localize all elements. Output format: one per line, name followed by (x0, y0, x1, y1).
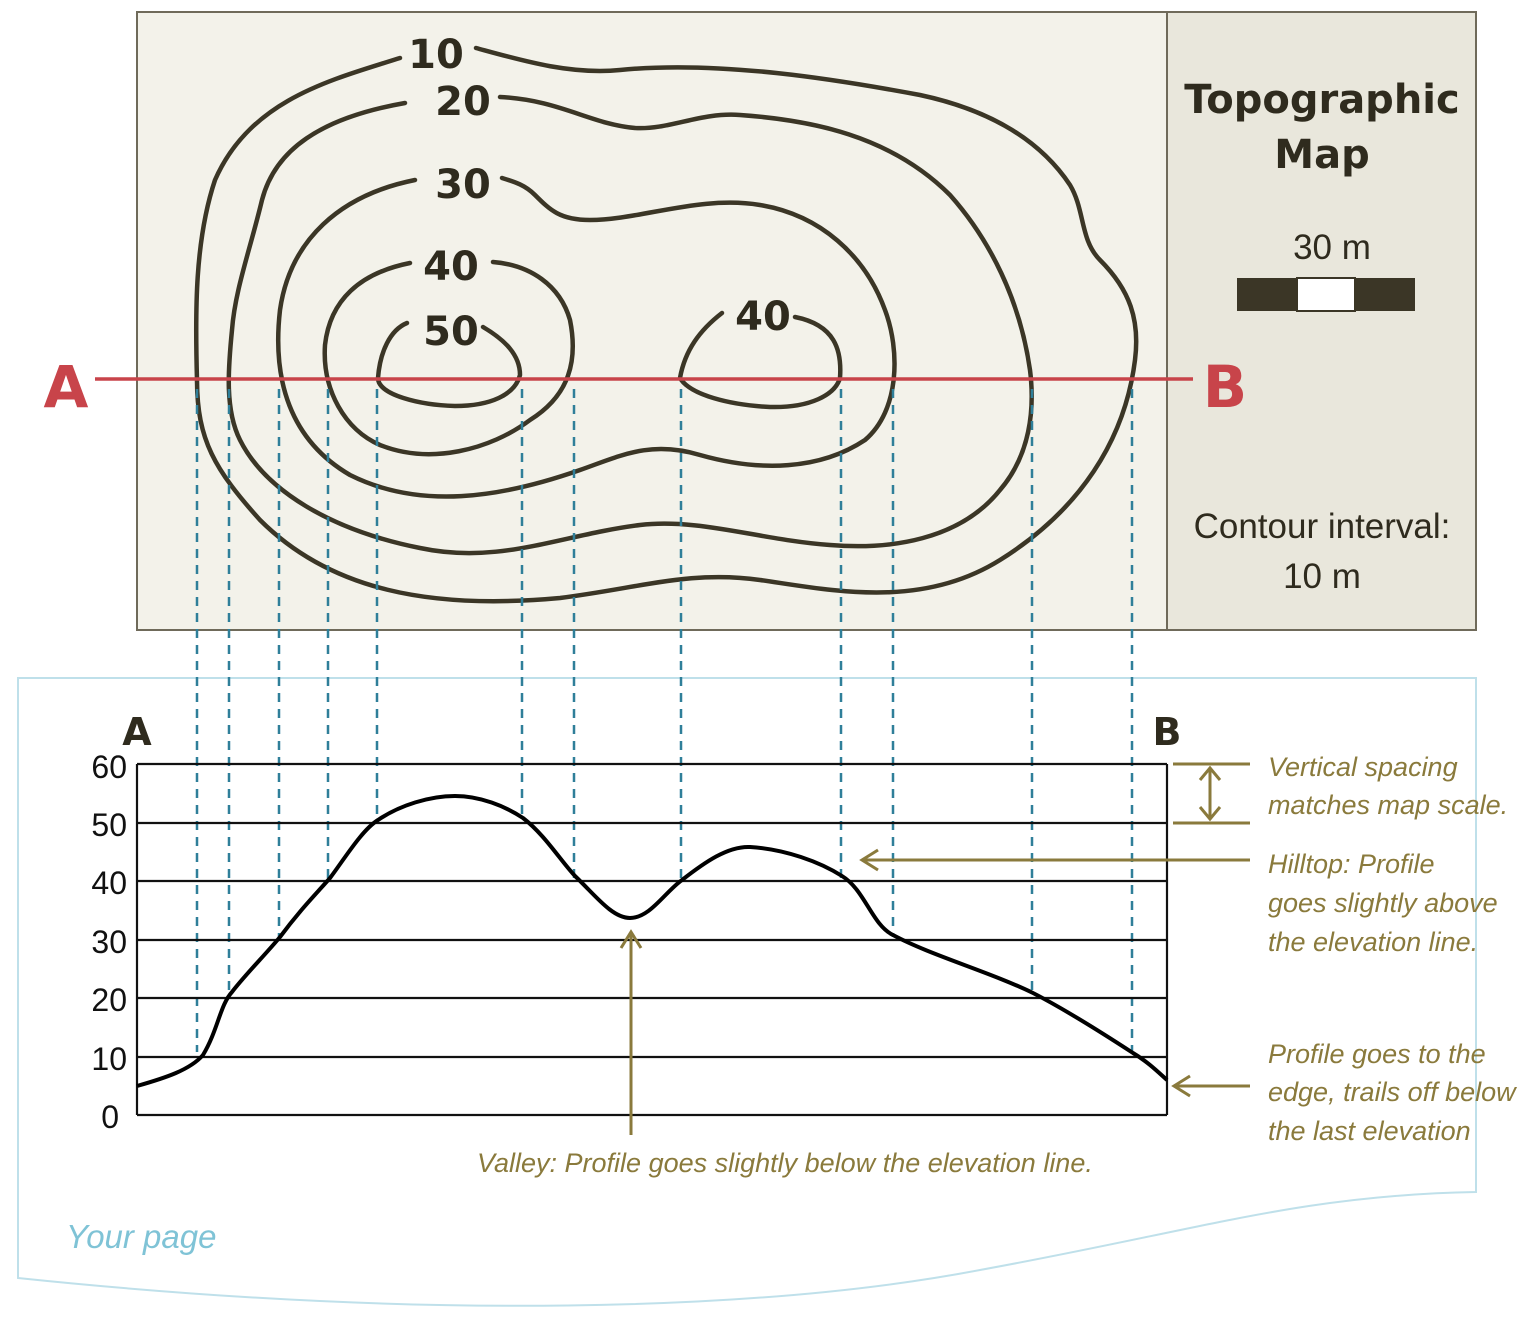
valley-arrow (619, 929, 643, 1135)
edge-arrow (1171, 1074, 1250, 1098)
contour-label-20: 20 (435, 79, 491, 125)
note-hilltop-2: goes slightly above (1268, 888, 1498, 918)
legend-panel (1166, 11, 1477, 631)
scale-bar (1237, 277, 1415, 312)
map-point-b: B (1203, 353, 1247, 421)
note-edge-2: edge, trails off below (1268, 1077, 1517, 1107)
drop-lines (195, 389, 1134, 1052)
profile-chart: 60 50 40 30 20 10 0 A B (91, 710, 1181, 1135)
contour-interval-value: 10 m (1283, 557, 1361, 596)
note-valley: Valley: Profile goes slightly below the … (477, 1148, 1093, 1178)
map-panel (136, 11, 1168, 631)
map-point-a: A (44, 353, 89, 421)
y-tick-20: 20 (91, 982, 127, 1018)
y-tick-40: 40 (91, 865, 127, 901)
note-hilltop-1: Hilltop: Profile (1268, 849, 1435, 879)
contour-label-10: 10 (408, 32, 464, 78)
y-tick-60: 60 (91, 749, 127, 785)
contour-label-40-left: 40 (423, 244, 479, 290)
profile-point-b: B (1153, 710, 1182, 754)
page-label: Your page (66, 1218, 216, 1255)
profile-curve (136, 793, 1169, 1088)
y-tick-10: 10 (91, 1041, 127, 1077)
legend-title-line1: Topographic (1184, 77, 1459, 123)
note-edge-1: Profile goes to the (1268, 1039, 1486, 1069)
hilltop-arrow (859, 848, 1250, 872)
contour-label-40-right: 40 (735, 294, 791, 340)
note-vertical-spacing-2: matches map scale. (1268, 790, 1508, 820)
contour-lines (193, 45, 1139, 604)
contour-40-right (677, 310, 843, 410)
contour-40-left (322, 259, 575, 457)
contour-20 (226, 94, 1034, 556)
scale-label: 30 m (1293, 228, 1371, 267)
note-hilltop-3: the elevation line. (1268, 927, 1478, 957)
y-tick-0: 0 (101, 1099, 119, 1135)
vertical-spacing-annotation (1173, 762, 1250, 825)
profile-point-a: A (122, 710, 152, 754)
note-vertical-spacing-1: Vertical spacing (1268, 752, 1458, 782)
contour-10 (193, 45, 1139, 604)
legend-title-line2: Map (1274, 132, 1369, 178)
contour-interval-label: Contour interval: (1194, 507, 1451, 546)
contour-label-30: 30 (435, 162, 491, 208)
note-edge-3: the last elevation (1268, 1116, 1471, 1146)
y-tick-50: 50 (91, 807, 127, 843)
page-sheet (17, 677, 1477, 1307)
contour-30 (275, 175, 897, 499)
y-tick-30: 30 (91, 924, 127, 960)
contour-50 (375, 320, 523, 409)
contour-label-50: 50 (423, 309, 479, 355)
